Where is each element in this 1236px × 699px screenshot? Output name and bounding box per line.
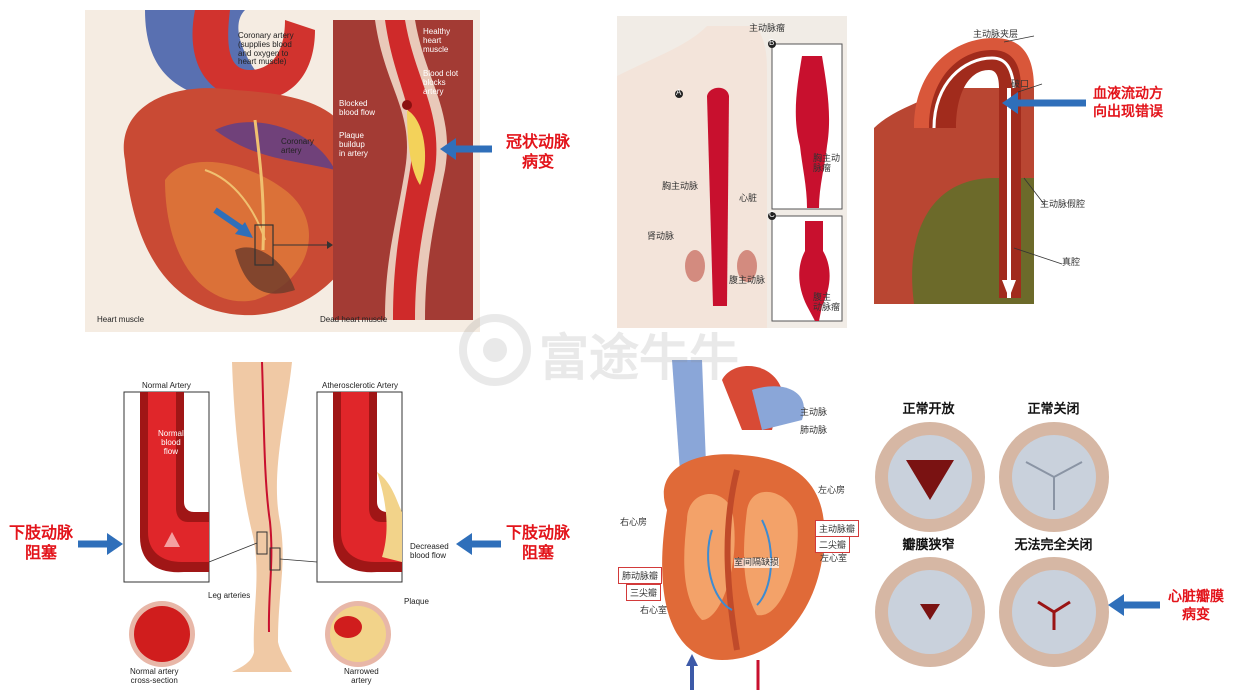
- tear-label: 破口: [1011, 80, 1030, 90]
- heart-label: 心脏: [739, 194, 758, 204]
- heart-muscle-label: Heart muscle: [97, 315, 145, 324]
- leg-right-callout-arrow-icon: [456, 533, 501, 555]
- valve-title-open: 正常开放: [902, 402, 955, 417]
- dissection-illustration: [874, 35, 1063, 304]
- abdominal-aorta-label: 腹主动脉: [729, 276, 766, 286]
- dissection-label: 主动脉夹层: [973, 30, 1019, 40]
- normal-blood-flow-label: Normal blood flow: [158, 429, 184, 456]
- aortic-aneurysm-panel: 主动脉瘤 胸主动脉 心脏 肾动脉 腹主动脉 胸主动 脉瘤 腹主 动脉瘤 A B …: [617, 16, 847, 328]
- dissection-callout-arrow-icon: [1002, 92, 1086, 114]
- blood-clot-label: Blood clot blocks artery: [423, 69, 459, 96]
- narrowed-artery-label: Narrowed artery: [344, 667, 379, 685]
- aneurysm-illustration: [617, 26, 843, 328]
- watermark-logo-icon: [459, 314, 531, 386]
- valve-title-stenosis: 瓣膜狭窄: [902, 538, 955, 553]
- dissection-callout: 血液流动方 向出现错误: [1093, 86, 1163, 120]
- right-ventricle-label: 右心室: [640, 606, 668, 616]
- leg-left-callout: 下肢动脉 阻塞: [8, 523, 73, 562]
- leg-arteries-label: Leg arteries: [208, 591, 251, 600]
- heart-section-illustration: [662, 360, 825, 690]
- watermark: 富途牛牛: [455, 310, 785, 390]
- valve-panel: 正常开放 正常关闭 瓣膜狭窄 无法完全关闭: [866, 392, 1116, 668]
- left-atrium-label: 左心房: [818, 486, 846, 496]
- decreased-blood-flow-label: Decreased blood flow: [410, 542, 449, 560]
- marker-a: A: [676, 88, 682, 97]
- thoracic-aorta-label: 胸主动脉: [662, 182, 699, 192]
- aortic-aneurysm-label: 主动脉瘤: [749, 24, 786, 34]
- true-lumen-label: 真腔: [1062, 258, 1081, 268]
- coronary-callout-arrow-icon: [440, 138, 492, 160]
- coronary-callout: 冠状动脉 病变: [505, 132, 570, 171]
- mitral-valve-label: 二尖瓣: [815, 536, 851, 553]
- normal-cross-section-label: Normal artery cross-section: [130, 667, 179, 685]
- leg-artery-panel: Normal Artery Atherosclerotic Artery Nor…: [112, 362, 412, 690]
- heart-section-panel: 主动脉 肺动脉 左心房 右心房 主动脉瓣 二尖瓣 左心室 室间隔缺损 肺动脉瓣 …: [612, 360, 862, 690]
- renal-artery-label: 肾动脉: [647, 232, 675, 242]
- leg-left-callout-arrow-icon: [78, 533, 123, 555]
- false-lumen-label: 主动脉假腔: [1040, 200, 1086, 210]
- marker-b: B: [769, 38, 775, 47]
- aortic-valve-label: 主动脉瓣: [815, 520, 860, 537]
- marker-c: C: [769, 210, 775, 219]
- valve-illustrations: [875, 422, 1109, 667]
- pulmonary-valve-label: 肺动脉瓣: [618, 567, 663, 584]
- coronary-supply-label: Coronary artery (supplies blood and oxyg…: [238, 31, 294, 67]
- leg-right-callout: 下肢动脉 阻塞: [505, 523, 570, 562]
- plaque-label: Plaque: [404, 597, 429, 606]
- valve-title-regurgitation: 无法完全关闭: [1014, 538, 1093, 553]
- blocked-flow-label: Blocked blood flow: [339, 99, 376, 117]
- septum-label: 室间隔缺损: [734, 558, 780, 569]
- tricuspid-valve-label: 三尖瓣: [626, 584, 662, 601]
- atherosclerotic-artery-label: Atherosclerotic Artery: [322, 381, 399, 390]
- healthy-muscle-label: Healthy heart muscle: [423, 27, 451, 54]
- abdominal-aneurysm-label: 腹主 动脉瘤: [813, 293, 841, 314]
- valve-callout-arrow-icon: [1108, 594, 1160, 616]
- thoracic-aneurysm-label: 胸主动 脉瘤: [813, 154, 841, 175]
- aortic-dissection-panel: 主动脉夹层 破口 主动脉假腔 真腔: [874, 28, 1106, 304]
- pulmonary-artery-label: 肺动脉: [800, 426, 828, 436]
- coronary-artery-panel: Coronary artery (supplies blood and oxyg…: [85, 10, 480, 332]
- valve-callout: 心脏瓣膜 病变: [1168, 589, 1224, 623]
- heart-illustration: [123, 10, 473, 320]
- aorta-label: 主动脉: [800, 408, 828, 418]
- right-atrium-label: 右心房: [620, 518, 648, 528]
- left-ventricle-label: 左心室: [820, 554, 848, 564]
- leg-illustration: [123, 362, 403, 672]
- plaque-buildup-label: Plaque buildup in artery: [339, 131, 368, 158]
- coronary-artery-label: Coronary artery: [281, 137, 314, 155]
- dead-heart-muscle-label: Dead heart muscle: [320, 315, 388, 324]
- normal-artery-label: Normal Artery: [142, 381, 191, 390]
- valve-title-closed: 正常关闭: [1027, 402, 1080, 417]
